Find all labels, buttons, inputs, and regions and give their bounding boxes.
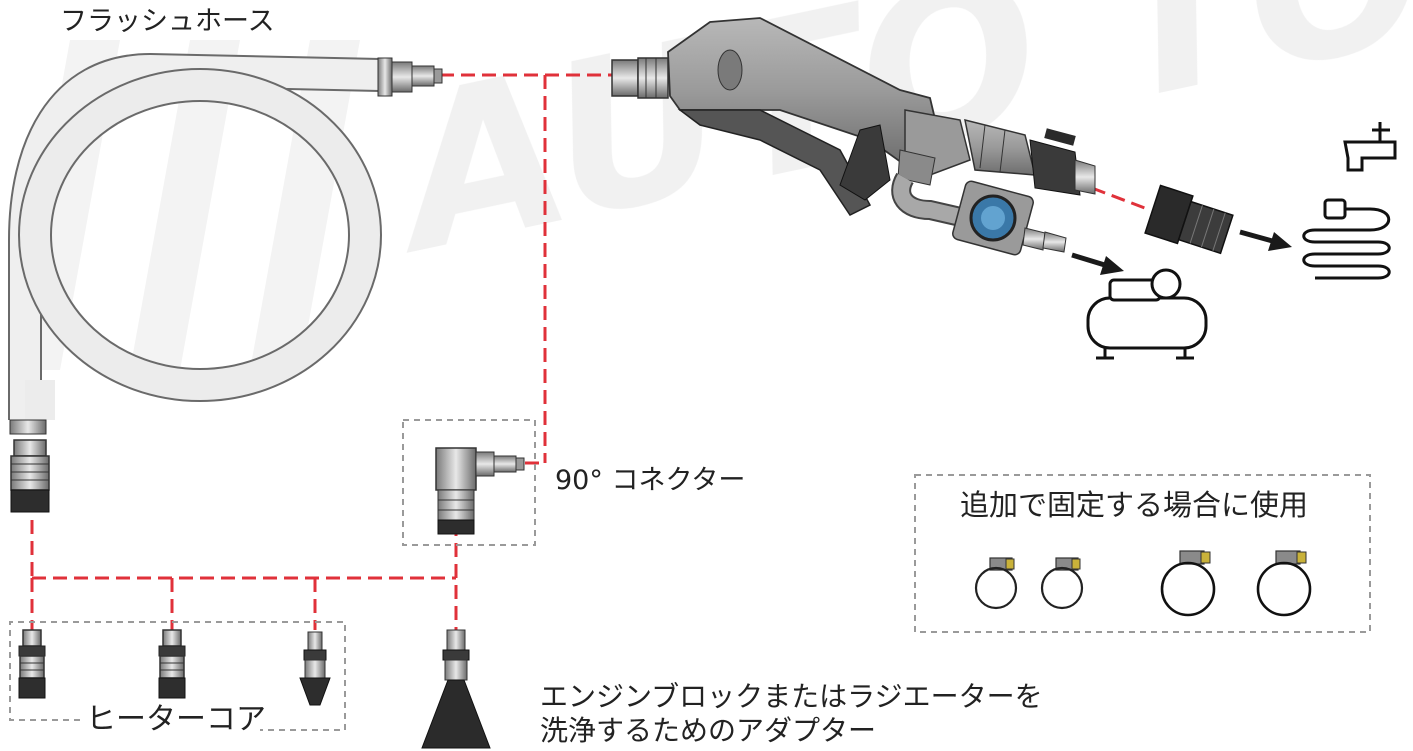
arrow-to-compressor	[1071, 252, 1124, 275]
heater-core-label: ヒーターコア	[86, 702, 266, 737]
garden-hose-connector	[1144, 184, 1234, 255]
extra-clamps-label: 追加で固定する場合に使用	[960, 488, 1309, 522]
elbow-connector-label: 90° コネクター	[555, 465, 746, 496]
engine-cone-adapter	[421, 629, 491, 749]
arrow-to-water	[1239, 229, 1292, 251]
engine-adapter-label-line1: エンジンブロックまたはラジエーターを	[540, 680, 1043, 713]
pressure-gauge	[952, 180, 1034, 256]
extra-clamps-group	[914, 474, 1371, 633]
flush-gun	[611, 17, 1096, 256]
elbow-connector	[402, 419, 536, 546]
hose-end-coupler	[10, 439, 50, 513]
faucet-hose-icon	[1302, 122, 1397, 280]
flush-hose-label: フラッシュホース	[60, 6, 275, 37]
heater-core-adapters	[9, 621, 346, 731]
flush-hose	[8, 52, 443, 435]
engine-adapter-label-line2: 洗浄するためのアダプター	[540, 714, 877, 747]
tapered-nozzle	[299, 631, 331, 706]
air-compressor-icon	[1086, 268, 1208, 360]
